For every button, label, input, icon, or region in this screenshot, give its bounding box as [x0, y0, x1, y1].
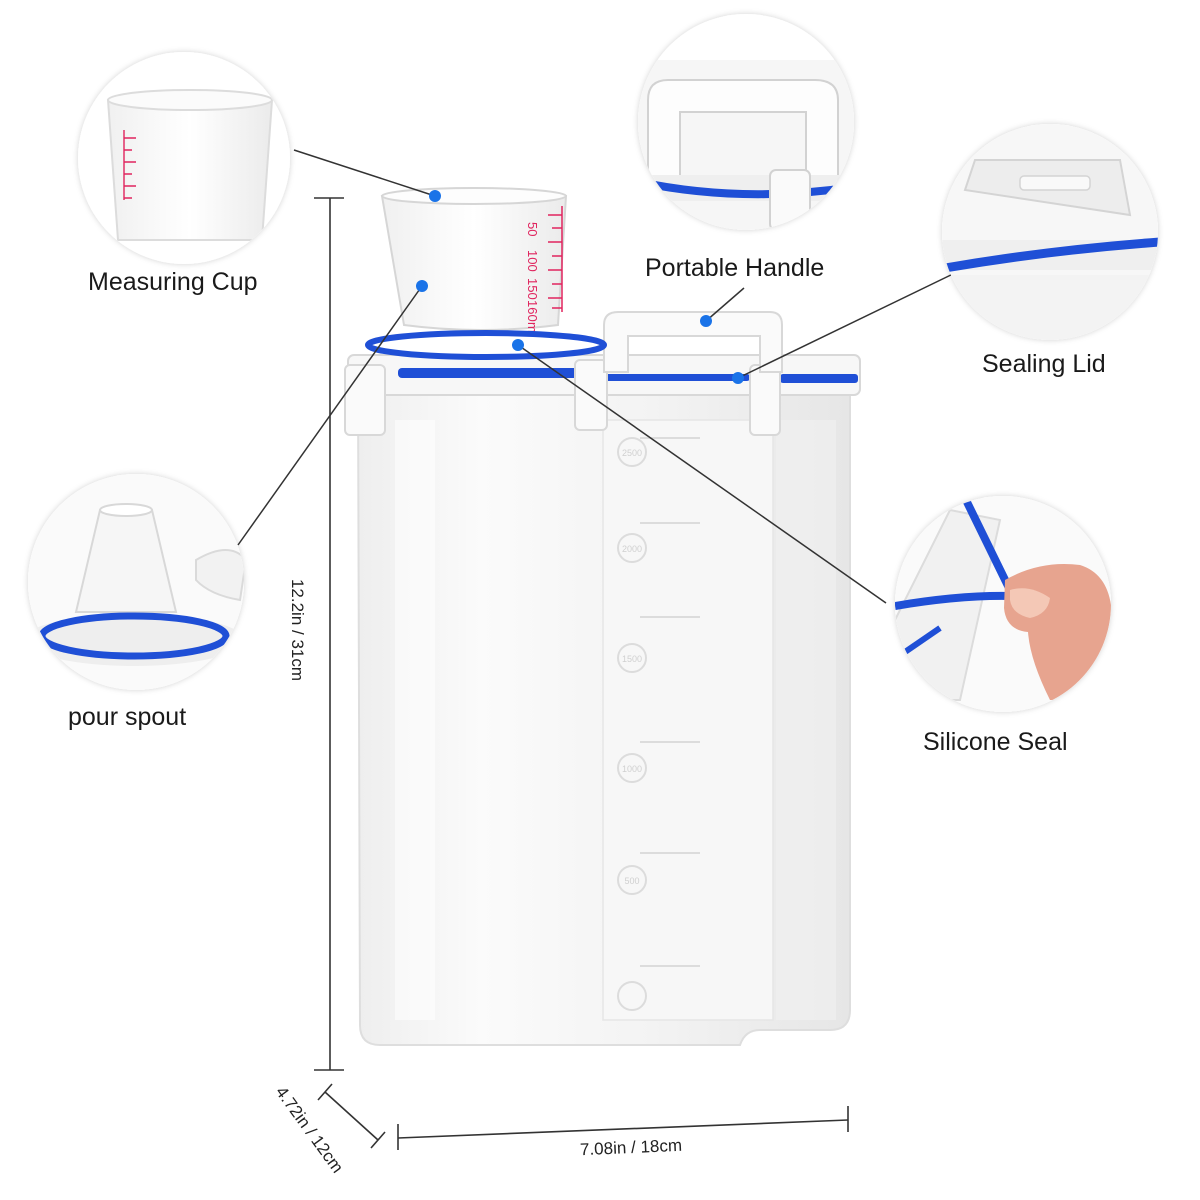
container-mark: 500	[617, 852, 700, 895]
measuring-cup-label: Measuring Cup	[88, 268, 258, 296]
portable-handle	[603, 311, 783, 373]
svg-text:500: 500	[624, 876, 639, 886]
detail-measuring-cup	[78, 52, 290, 264]
container-mark: 1000	[617, 741, 700, 783]
cup-scale-mark: 150	[525, 278, 540, 300]
detail-silicone-seal	[895, 496, 1111, 712]
container-scale: 2500 2000 1500 1000 500	[617, 437, 700, 1011]
silicone-seal-label: Silicone Seal	[923, 728, 1068, 756]
detail-pour-spout	[28, 474, 244, 690]
pour-spout-label: pour spout	[68, 703, 187, 731]
svg-text:2500: 2500	[622, 448, 642, 458]
leader-lines	[237, 149, 958, 604]
callout-dots	[416, 190, 744, 384]
portable-handle-label: Portable Handle	[645, 254, 825, 282]
svg-text:1000: 1000	[622, 764, 642, 774]
sealing-lid	[344, 354, 861, 436]
detail-portable-handle	[638, 14, 854, 230]
svg-text:1500: 1500	[622, 654, 642, 664]
container-body	[356, 381, 851, 1046]
container-mark: 2000	[617, 522, 700, 563]
svg-text:2000: 2000	[622, 544, 642, 554]
cup-scale-mark: 50	[525, 222, 540, 236]
spout-seal-ring	[365, 330, 607, 360]
cup-scale-mark: 160	[525, 300, 540, 322]
detail-sealing-lid	[942, 124, 1158, 340]
measuring-cup: 50 100 150 160 ml	[380, 187, 568, 336]
container-mark: 1500	[617, 616, 700, 673]
cup-scale-mark: 100	[525, 250, 540, 272]
sealing-lid-label: Sealing Lid	[982, 350, 1106, 378]
dimension-lines	[314, 197, 849, 1150]
container-mark	[617, 965, 700, 1011]
height-dimension: 12.2in / 31cm	[288, 578, 308, 682]
